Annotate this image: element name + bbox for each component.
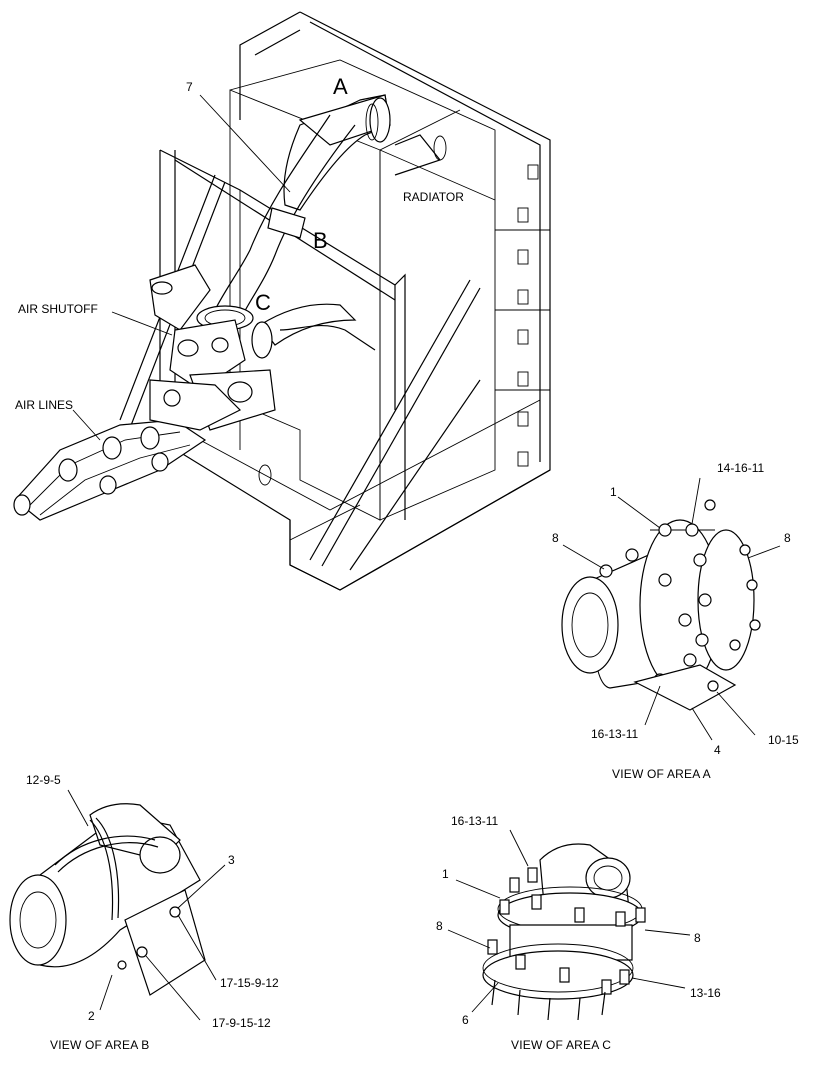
air-lines-assembly — [13, 379, 242, 521]
b-callout-12-9-5: 12-9-5 — [26, 773, 61, 787]
a-callout-8-right: 8 — [784, 531, 791, 545]
radiator-label: RADIATOR — [403, 190, 464, 204]
b-callout-2: 2 — [88, 1009, 95, 1023]
area-a-label: A — [333, 74, 348, 99]
c-callout-1: 1 — [442, 867, 449, 881]
callout-7: 7 — [186, 80, 193, 94]
a-callout-14-16-11: 14-16-11 — [717, 461, 764, 475]
area-c-label: C — [255, 290, 271, 315]
a-callout-8-left: 8 — [552, 531, 559, 545]
view-area-b: 12-9-5 3 17-15-9-12 2 17-9-15-12 VIEW OF… — [9, 773, 279, 1052]
c-callout-16-13-11: 16-13-11 — [451, 814, 498, 828]
a-callout-10-15: 10-15 — [768, 733, 799, 747]
air-lines-label: AIR LINES — [15, 398, 73, 412]
c-callout-13-16: 13-16 — [690, 986, 721, 1000]
view-b-caption: VIEW OF AREA B — [50, 1038, 150, 1052]
a-callout-4: 4 — [714, 743, 721, 757]
radiator-frame — [119, 11, 551, 591]
view-area-a: 1 14-16-11 8 8 16-13-11 4 10-15 VIEW OF … — [552, 461, 799, 781]
main-assembly-view: A B C RADIATOR AIR SHUTOFF AIR LINES 7 — [13, 11, 551, 591]
air-shutoff-label: AIR SHUTOFF — [18, 302, 98, 316]
b-callout-17-9-15-12: 17-9-15-12 — [212, 1016, 271, 1030]
b-callout-3: 3 — [228, 853, 235, 867]
air-inlet-pipe — [196, 94, 447, 359]
flange-bolts-a — [599, 499, 761, 687]
area-b-label: B — [313, 228, 328, 253]
a-callout-1: 1 — [610, 485, 617, 499]
view-c-caption: VIEW OF AREA C — [511, 1038, 611, 1052]
view-a-caption: VIEW OF AREA A — [612, 767, 711, 781]
flange-bolts-c — [487, 867, 646, 1021]
view-area-c: 16-13-11 1 8 8 13-16 6 VIEW OF AREA C — [436, 814, 721, 1052]
a-callout-16-13-11: 16-13-11 — [591, 727, 638, 741]
c-callout-6: 6 — [462, 1013, 469, 1027]
c-callout-8-right: 8 — [694, 931, 701, 945]
b-callout-17-15-9-12: 17-15-9-12 — [220, 976, 279, 990]
c-callout-8-left: 8 — [436, 919, 443, 933]
